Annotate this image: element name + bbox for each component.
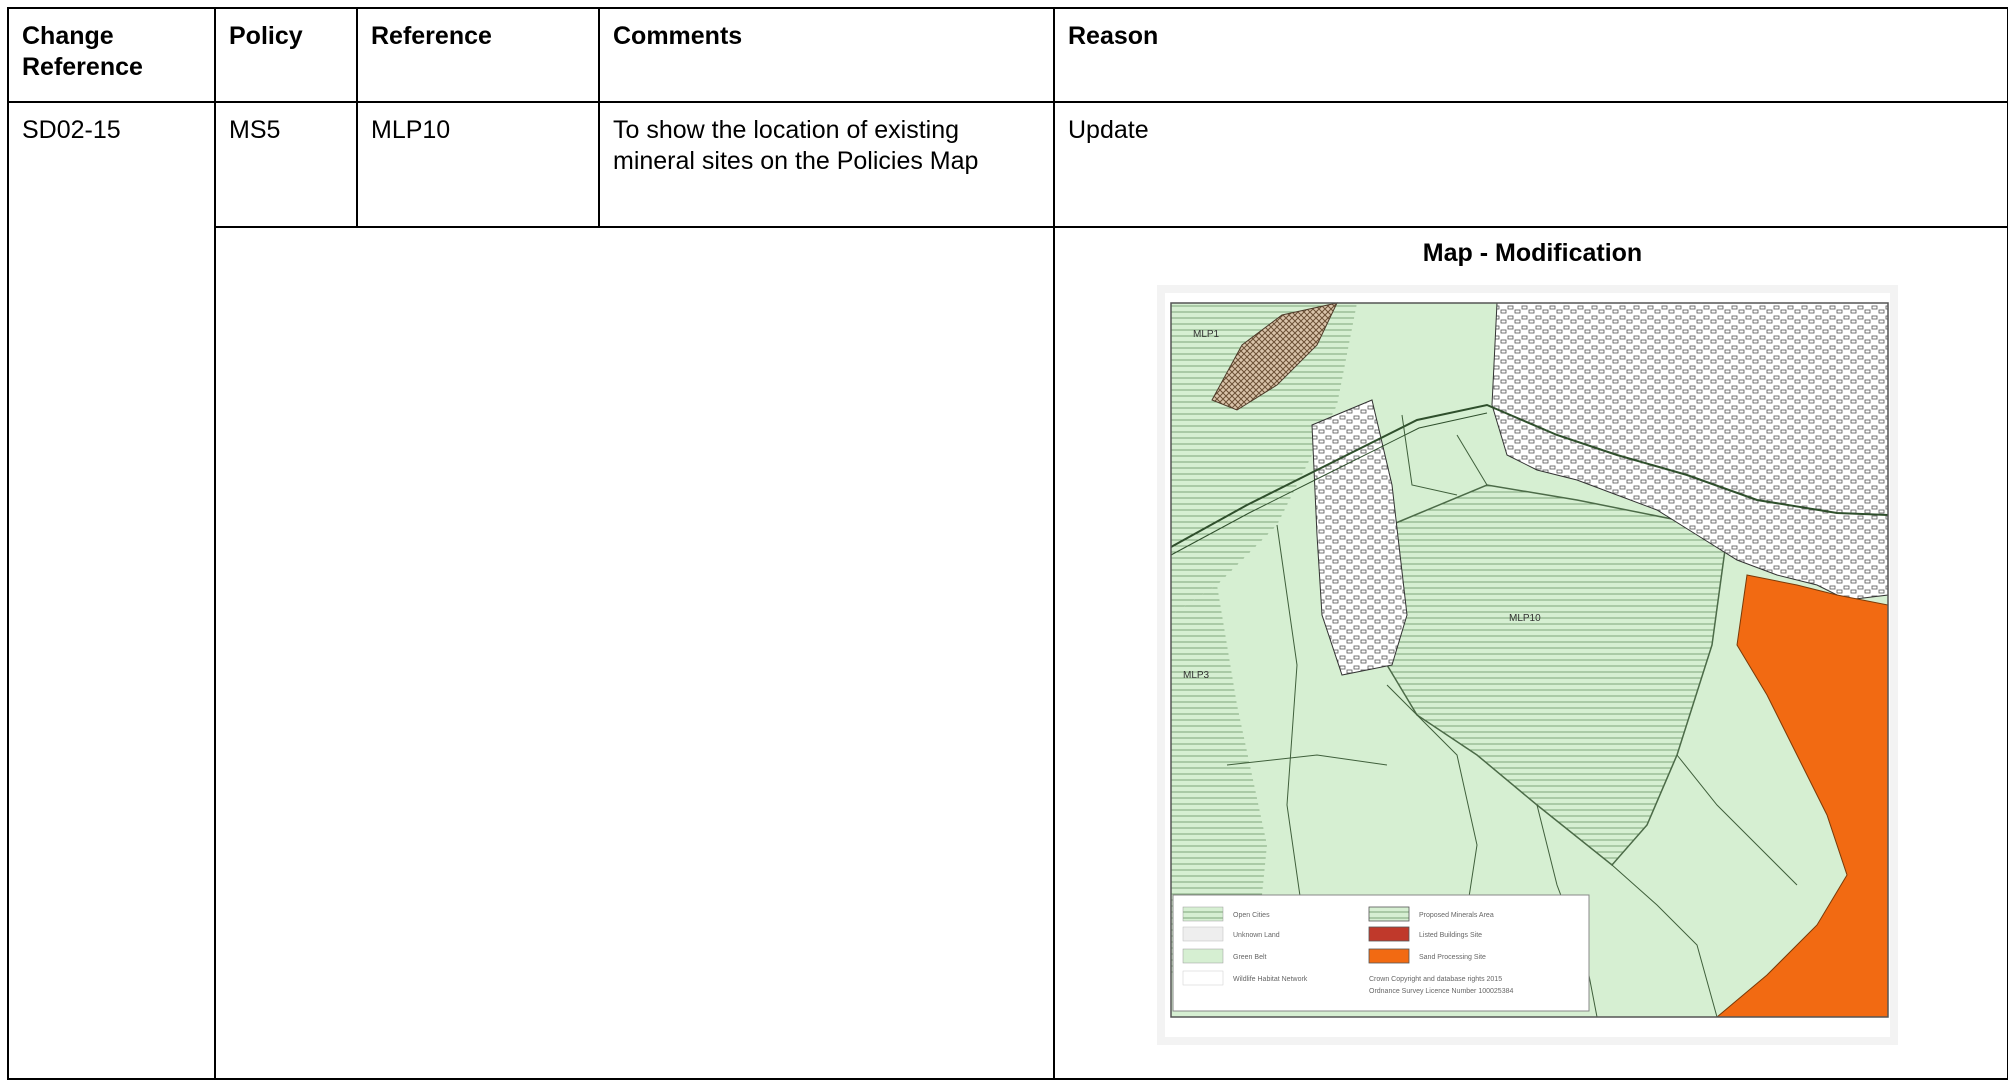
svg-text:Ordnance Survey Licence Number: Ordnance Survey Licence Number 100025384 bbox=[1369, 988, 1513, 995]
cell-reference: MLP10 bbox=[356, 101, 600, 228]
urban-area bbox=[1491, 302, 1889, 601]
empty-cell bbox=[214, 226, 1055, 1080]
header-comments: Comments bbox=[598, 7, 1055, 103]
header-change-reference: Change Reference bbox=[7, 7, 216, 103]
sand-processing-area bbox=[1715, 574, 1889, 1018]
map-legend: Open Cities Unknown Land Green Belt Wild… bbox=[1172, 894, 1590, 1012]
svg-text:Unknown Land: Unknown Land bbox=[1233, 932, 1280, 939]
policies-map: MLP1 MLP10 MLP3 Open Cities Unknown Land… bbox=[1157, 285, 1898, 1045]
cell-policy: MS5 bbox=[214, 101, 358, 228]
cell-change-reference: SD02-15 bbox=[7, 101, 216, 1080]
svg-text:Sand Processing Site: Sand Processing Site bbox=[1419, 954, 1486, 961]
map-label-mlp1: MLP1 bbox=[1193, 329, 1220, 340]
svg-text:Open Cities: Open Cities bbox=[1233, 912, 1270, 919]
map-label-mlp10: MLP10 bbox=[1509, 613, 1541, 624]
svg-text:Wildlife Habitat Network: Wildlife Habitat Network bbox=[1233, 976, 1308, 983]
map-title: Map - Modification bbox=[1422, 239, 1643, 267]
map-label-mlp3: MLP3 bbox=[1183, 670, 1210, 681]
table-row: SD02-15 MS5 MLP10 To show the location o… bbox=[7, 101, 2008, 1080]
svg-text:Proposed Minerals Area: Proposed Minerals Area bbox=[1419, 912, 1494, 919]
map-cell: Map - Modification bbox=[1053, 226, 2008, 1080]
table-header-row: Change Reference Policy Reference Commen… bbox=[7, 7, 2008, 103]
svg-text:Listed Buildings Site: Listed Buildings Site bbox=[1419, 932, 1482, 939]
svg-text:Green Belt: Green Belt bbox=[1233, 954, 1267, 961]
header-reason: Reason bbox=[1053, 7, 2008, 103]
cell-reason: Update bbox=[1053, 101, 2008, 228]
header-policy: Policy bbox=[214, 7, 358, 103]
map-image: MLP1 MLP10 MLP3 Open Cities Unknown Land… bbox=[1157, 285, 1898, 1045]
cell-comments: To show the location of existing mineral… bbox=[598, 101, 1055, 228]
table-row-map: Map - Modification bbox=[8, 226, 2008, 1080]
modifications-table: Change Reference Policy Reference Commen… bbox=[7, 7, 2008, 1080]
svg-text:Crown Copyright and database r: Crown Copyright and database rights 2015 bbox=[1369, 976, 1502, 983]
mlp10-area bbox=[1366, 484, 1728, 867]
header-reference: Reference bbox=[356, 7, 600, 103]
